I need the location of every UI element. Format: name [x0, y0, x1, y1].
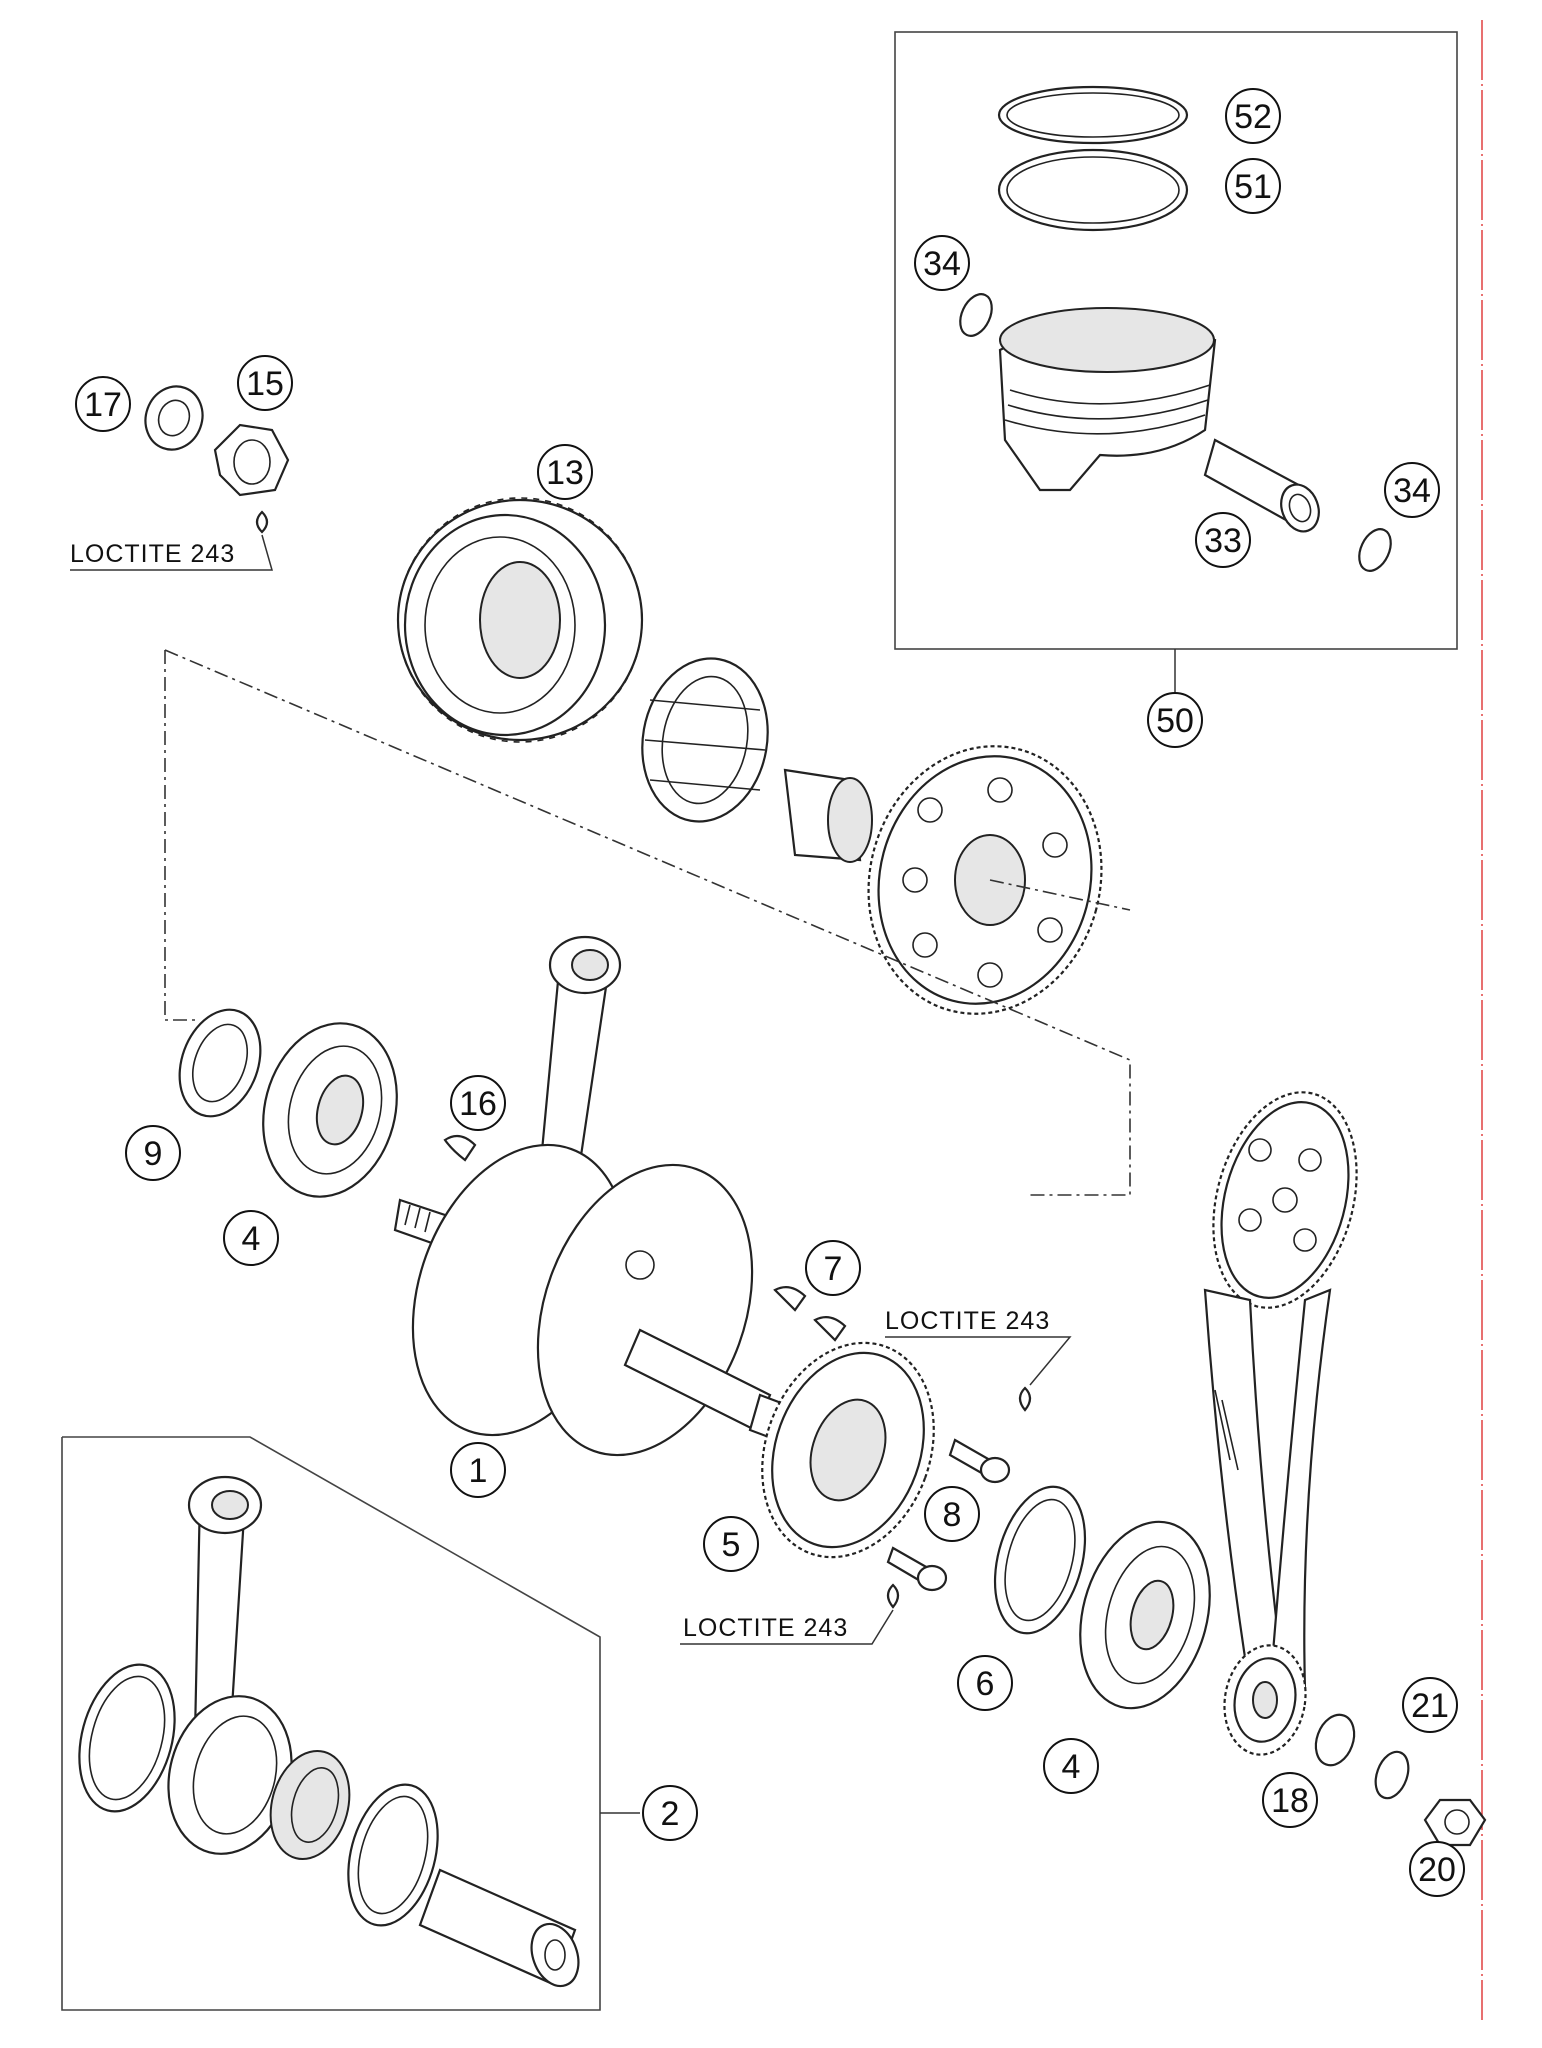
piston-kit-group: [894, 31, 1458, 692]
washer-21: [1374, 1750, 1410, 1800]
svg-text:33: 33: [1204, 522, 1242, 560]
svg-text:16: 16: [459, 1085, 497, 1123]
svg-text:6: 6: [976, 1665, 995, 1703]
svg-text:1: 1: [469, 1452, 488, 1490]
piston-pin: [1203, 438, 1320, 533]
svg-text:34: 34: [1393, 472, 1431, 510]
svg-text:9: 9: [144, 1135, 163, 1173]
nut-20: [1423, 1798, 1487, 1847]
assembly-line-diagonal: [164, 649, 1131, 1196]
svg-text:4: 4: [1062, 1748, 1081, 1786]
callout-18: 18: [1262, 1772, 1318, 1828]
assembly-line-upper: [164, 650, 200, 1021]
main-bearing-4-right: [1079, 1520, 1211, 1710]
loctite-label-bottom: LOCTITE 243: [683, 1614, 848, 1642]
svg-text:51: 51: [1234, 168, 1272, 206]
callout-13: 13: [537, 444, 593, 500]
flywheel-13: [396, 497, 644, 743]
callout-51: 51: [1225, 158, 1281, 214]
callout-6: 6: [957, 1655, 1013, 1711]
key-7b: [813, 1315, 847, 1342]
callout-34-left: 34: [914, 235, 970, 291]
callout-8: 8: [924, 1486, 980, 1542]
piston: [998, 307, 1217, 492]
callout-2: 2: [642, 1785, 698, 1841]
callout-9: 9: [125, 1125, 181, 1181]
svg-text:18: 18: [1271, 1782, 1309, 1820]
conrod-kit-box: [61, 1436, 601, 2011]
callout-34-right: 34: [1384, 462, 1440, 518]
crank-pin: [418, 1868, 580, 1988]
callout-4-left: 4: [223, 1210, 279, 1266]
callout-52: 52: [1225, 88, 1281, 144]
svg-text:52: 52: [1234, 98, 1272, 136]
callout-17: 17: [75, 376, 131, 432]
screw-8-lower: [886, 1546, 948, 1592]
callout-33: 33: [1195, 512, 1251, 568]
circlip-18: [1314, 1713, 1356, 1767]
svg-text:20: 20: [1418, 1851, 1456, 1889]
svg-text:15: 15: [246, 365, 284, 403]
thrust-washer-left: [78, 1663, 176, 1813]
seal-9: [178, 1008, 262, 1118]
seal-17: [144, 385, 204, 451]
svg-text:8: 8: [943, 1496, 962, 1534]
callout-20: 20: [1409, 1841, 1465, 1897]
circlip-34-right: [1358, 528, 1392, 572]
loctite-drop-mid: [1018, 1386, 1032, 1412]
nut-15: [213, 423, 290, 497]
conrod-needle-bearing: [269, 1749, 351, 1861]
conrod-2: [167, 1475, 293, 1855]
conrod-kit-group: [61, 1436, 640, 2011]
timing-chain-assembly: [1203, 1091, 1358, 1756]
callout-7: 7: [805, 1240, 861, 1296]
svg-text:17: 17: [84, 386, 122, 424]
svg-text:50: 50: [1156, 702, 1194, 740]
svg-text:13: 13: [546, 454, 584, 492]
screw-8-upper: [948, 1438, 1011, 1484]
callout-16: 16: [450, 1075, 506, 1131]
main-bearing-4-left: [262, 1022, 398, 1198]
loctite-label-top: LOCTITE 243: [70, 540, 235, 568]
svg-text:21: 21: [1411, 1687, 1449, 1725]
loctite-drop-top: [255, 510, 269, 534]
starter-gear: [867, 745, 1103, 1015]
svg-text:2: 2: [661, 1795, 680, 1833]
washer-6: [993, 1485, 1087, 1635]
svg-text:4: 4: [242, 1220, 261, 1258]
loctite-label-mid: LOCTITE 243: [885, 1307, 1050, 1335]
callout-21: 21: [1402, 1677, 1458, 1733]
thrust-washer-right: [347, 1783, 439, 1927]
piston-ring-51: [997, 148, 1189, 232]
crankshaft-1: [393, 935, 802, 1457]
key-7a: [773, 1285, 807, 1312]
callout-50: 50: [1147, 692, 1203, 748]
circlip-34-left: [959, 293, 993, 337]
callout-4-right: 4: [1043, 1738, 1099, 1794]
loctite-drop-bottom: [886, 1583, 900, 1609]
svg-text:5: 5: [722, 1526, 741, 1564]
piston-kit-box: [894, 31, 1458, 650]
freewheel: [641, 657, 769, 823]
needle-bearing: [783, 768, 873, 863]
svg-text:7: 7: [824, 1250, 843, 1288]
svg-text:34: 34: [923, 245, 961, 283]
piston-ring-52: [997, 85, 1189, 145]
callout-15: 15: [237, 355, 293, 411]
callout-5: 5: [703, 1516, 759, 1572]
primary-gear-5: [761, 1341, 935, 1559]
callout-1: 1: [450, 1442, 506, 1498]
woodruff-key-16: [443, 1134, 477, 1162]
